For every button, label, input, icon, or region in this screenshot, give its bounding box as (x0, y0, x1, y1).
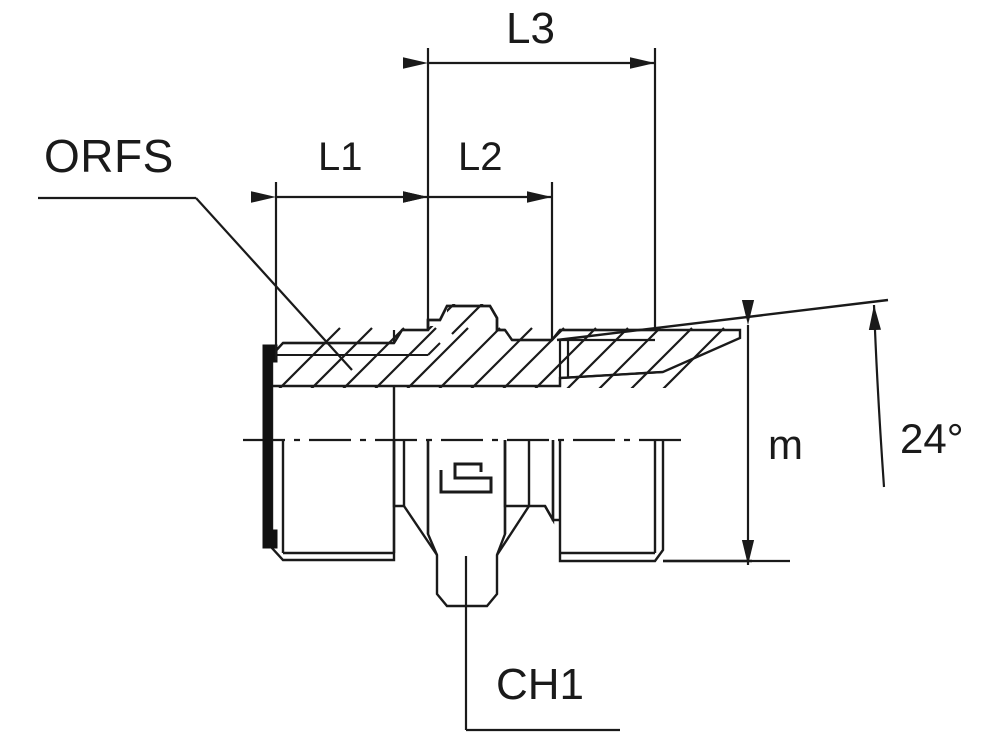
label-l1: L1 (318, 135, 363, 179)
label-ch1: CH1 (496, 660, 585, 709)
ch1-leader (464, 556, 620, 732)
label-l3: L3 (506, 4, 555, 53)
orfs-leader (38, 196, 353, 371)
fitting-section-upper (270, 304, 742, 388)
dimension-angle-24 (868, 304, 886, 488)
dimension-l3 (403, 48, 657, 330)
label-orfs: ORFS (44, 130, 174, 182)
dimension-m (663, 300, 790, 565)
label-angle-24: 24° (900, 415, 964, 462)
dimension-l2 (403, 182, 554, 340)
fitting-body-outline (270, 386, 752, 608)
label-l2: L2 (458, 135, 503, 179)
label-m: m (768, 421, 803, 468)
cone-angle-line (556, 298, 889, 342)
section-hatching (272, 304, 725, 388)
dimension-l1 (251, 182, 430, 360)
